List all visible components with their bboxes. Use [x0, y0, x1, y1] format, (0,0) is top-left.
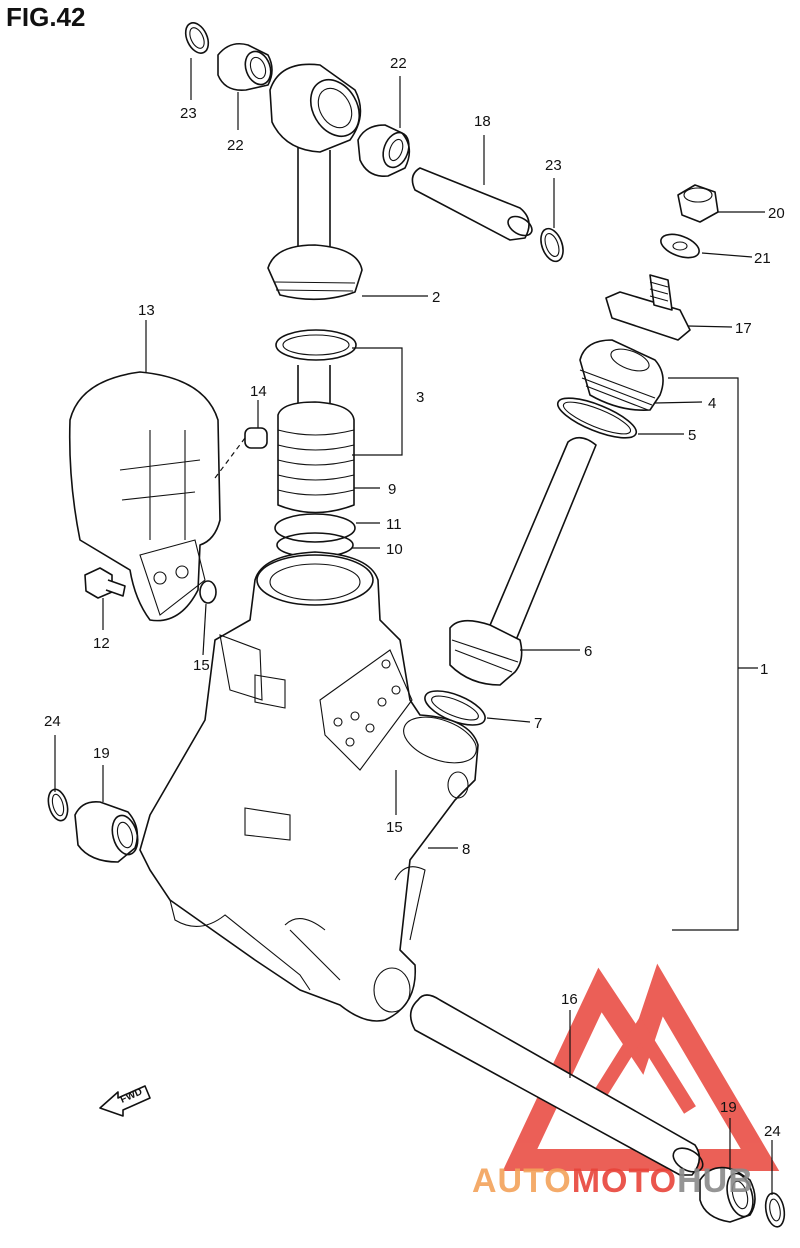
- label-9: 9: [388, 481, 396, 498]
- watermark-inner-mark-icon: [584, 1016, 696, 1114]
- part-24-circlip-left: [47, 788, 69, 822]
- part-3-o-ring: [275, 329, 357, 361]
- fwd-arrow-icon: FWD: [99, 1085, 151, 1117]
- leader-lines: [54, 58, 773, 1195]
- part-24-circlip-right: [764, 1192, 786, 1228]
- part-9-piston: [277, 365, 355, 514]
- label-23-top: 23: [180, 105, 197, 122]
- part-22-bushing-left: [217, 42, 273, 92]
- figure-title: FIG.42: [6, 2, 86, 32]
- label-21: 21: [754, 250, 771, 267]
- label-19-right: 19: [720, 1099, 737, 1116]
- part-20-nut: [677, 184, 719, 223]
- watermark-part-moto: MOTO: [572, 1162, 677, 1200]
- label-24-right: 24: [764, 1123, 781, 1140]
- part-18-pin: [411, 167, 533, 241]
- part-8-housing: [139, 551, 479, 1022]
- part-19-bushing-right: [699, 1166, 756, 1223]
- label-2: 2: [432, 289, 440, 306]
- label-11: 11: [386, 516, 402, 533]
- label-15-upper: 15: [193, 657, 210, 674]
- part-6-rod: [449, 436, 597, 686]
- label-3: 3: [416, 389, 424, 406]
- part-22-bushing-right: [357, 124, 411, 177]
- svg-text:AUTOMOTOHUB: AUTOMOTOHUB: [472, 1162, 754, 1200]
- label-22-left: 22: [227, 137, 244, 154]
- label-19-left: 19: [93, 745, 110, 762]
- watermark-logo: [502, 963, 780, 1171]
- label-24-left: 24: [44, 713, 61, 730]
- watermark-part-auto: AUTO: [472, 1162, 572, 1200]
- label-13: 13: [138, 302, 155, 319]
- label-17: 17: [735, 320, 752, 337]
- swivel-shaft-assembly: [269, 63, 362, 266]
- label-8: 8: [462, 841, 470, 858]
- label-20: 20: [768, 205, 785, 222]
- label-7: 7: [534, 715, 542, 732]
- part-15-ring-upper: [199, 580, 217, 604]
- watermark-part-hub: HUB: [677, 1162, 754, 1200]
- label-16: 16: [561, 991, 578, 1008]
- label-1: 1: [760, 661, 768, 678]
- part-19-bushing-left: [74, 800, 139, 863]
- label-6: 6: [584, 643, 592, 660]
- label-23-right: 23: [545, 157, 562, 174]
- part-12-bolt: [84, 567, 126, 599]
- part-4-cap: [579, 339, 664, 412]
- part-23-circlip-top: [184, 22, 210, 54]
- label-4: 4: [708, 395, 716, 412]
- part-21-washer: [660, 233, 700, 259]
- watermark-triangle-icon: [502, 963, 780, 1171]
- part-13-cover: [68, 371, 221, 622]
- part-14-spacer: [214, 427, 268, 479]
- label-18: 18: [474, 113, 491, 130]
- part-11-ring: [274, 513, 356, 543]
- part-17-stud-plate: [605, 274, 691, 341]
- label-22-right: 22: [390, 55, 407, 72]
- part-2-cap: [267, 244, 363, 301]
- part-16-long-pin: [409, 994, 704, 1176]
- part-labels: 23 22 22 18 23 20 21 2 17 13 3 4 14 5 9 …: [44, 55, 785, 1140]
- part-23-circlip-right: [540, 227, 564, 263]
- part-5-o-ring: [556, 397, 638, 439]
- label-10: 10: [386, 541, 403, 558]
- watermark-text: AUTOMOTOHUB: [472, 1162, 754, 1200]
- label-15-lower: 15: [386, 819, 403, 836]
- label-14: 14: [250, 383, 267, 400]
- label-12: 12: [93, 635, 110, 652]
- label-5: 5: [688, 427, 696, 444]
